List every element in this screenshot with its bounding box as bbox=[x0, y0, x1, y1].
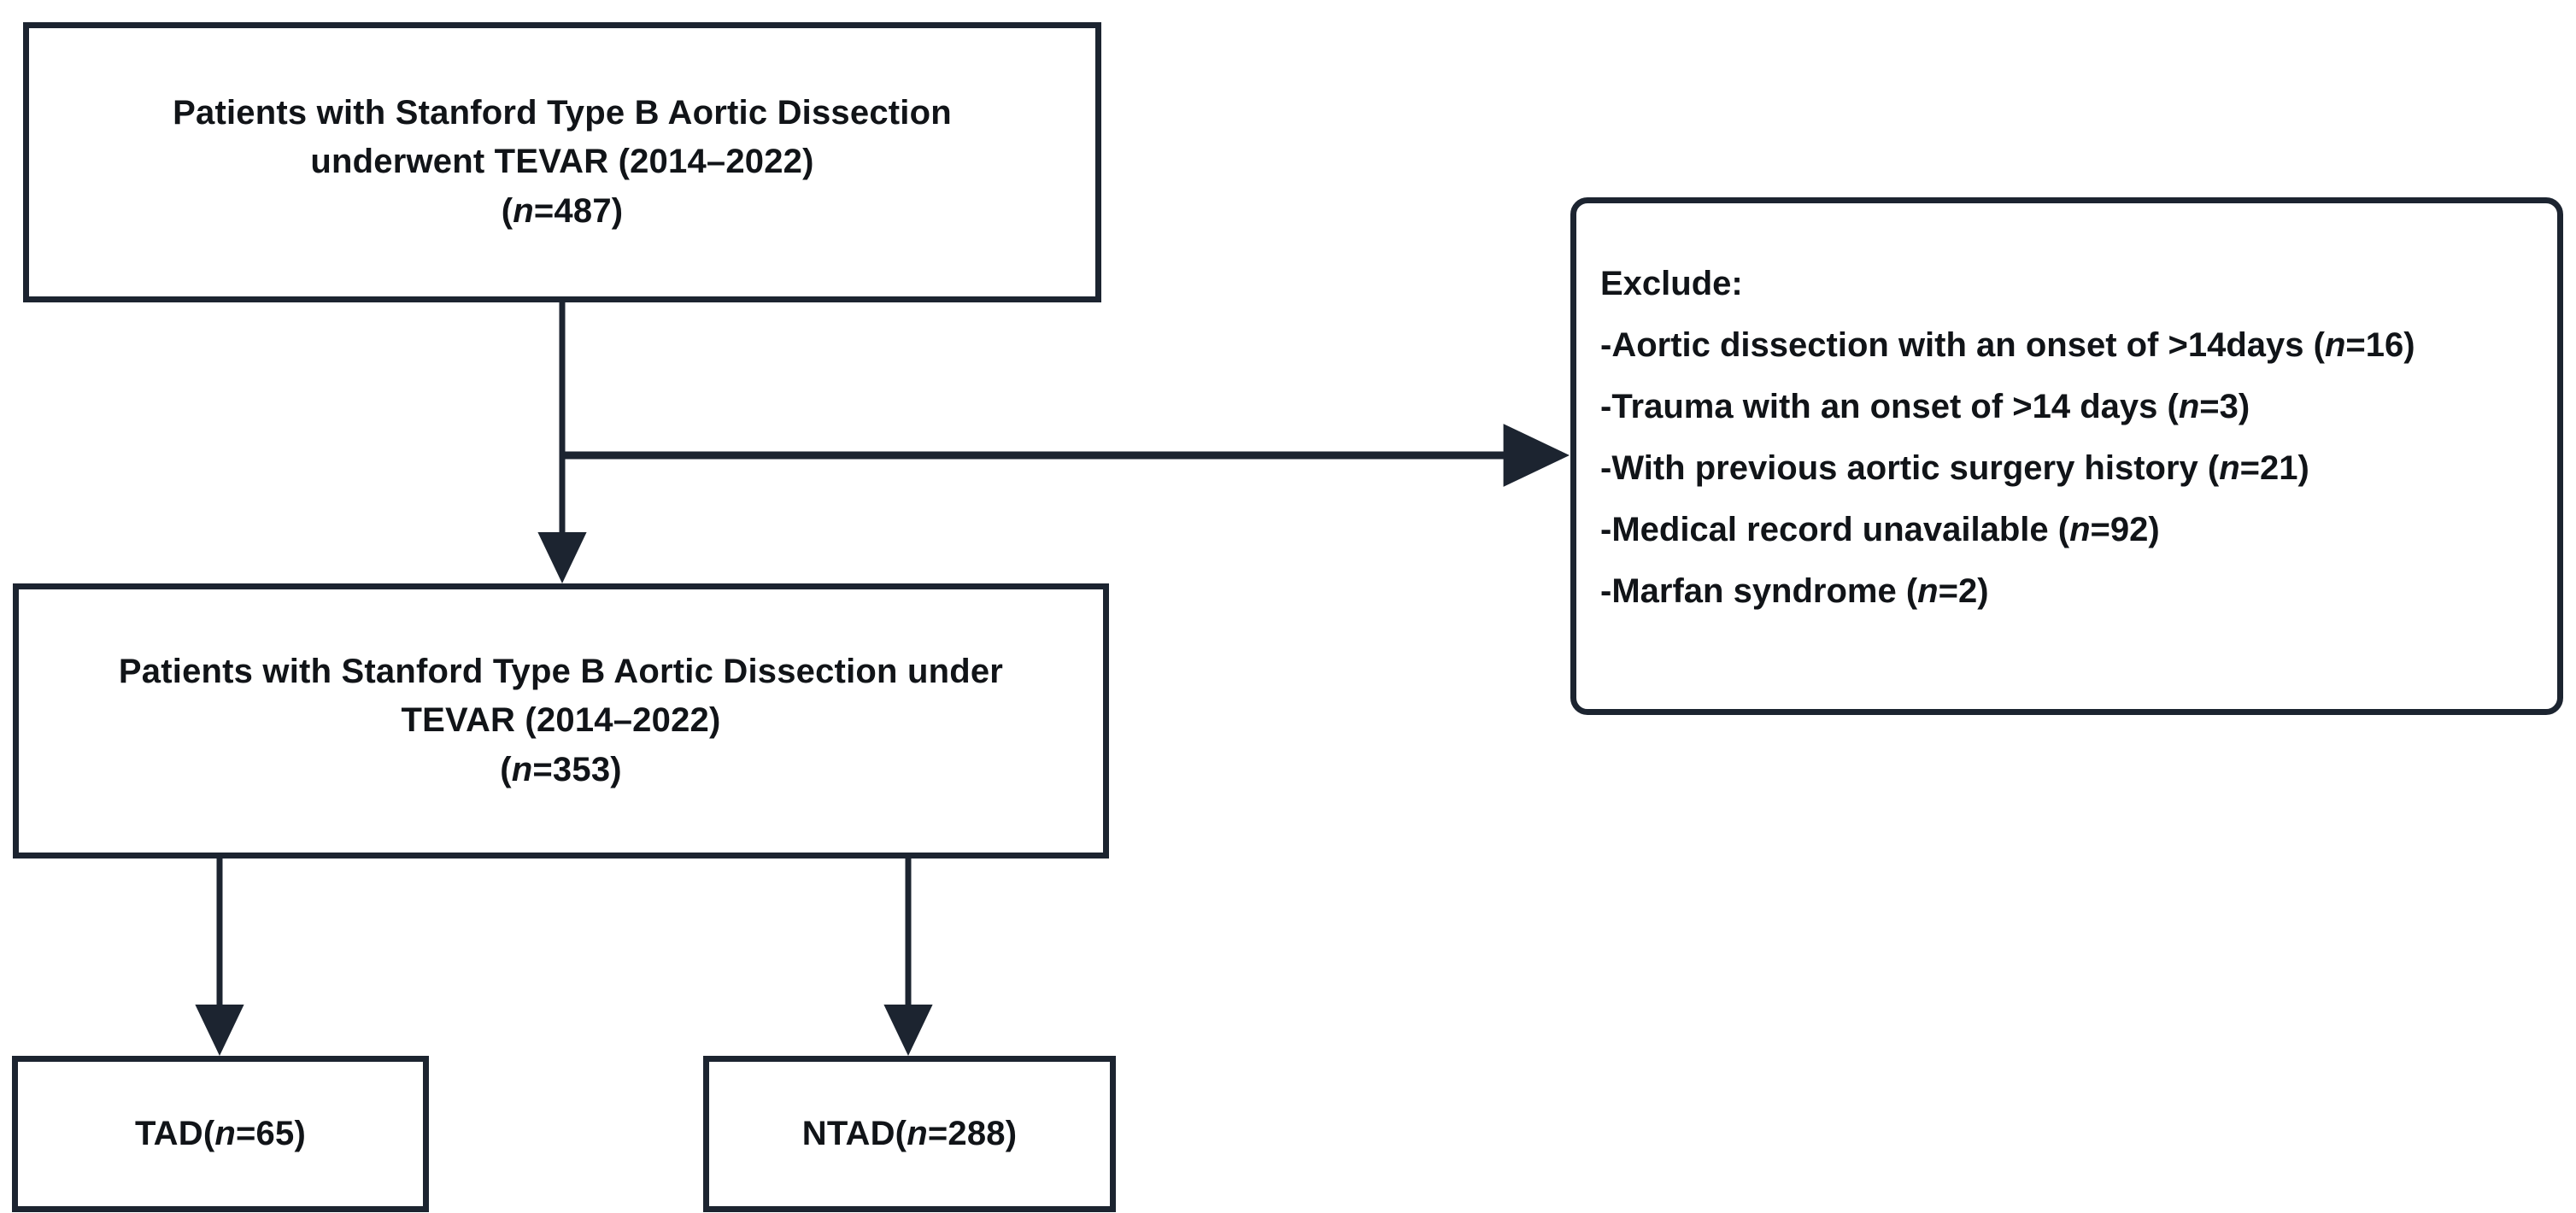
cohort-count-italic-n: n bbox=[511, 750, 533, 788]
exclusion-item-count: =3) bbox=[2199, 388, 2250, 425]
exclusion-item-count: =92) bbox=[2090, 511, 2160, 548]
primary-cohort-line-2: underwent TEVAR (2014–2022) bbox=[310, 143, 814, 181]
exclusion-item-italic-n: n bbox=[2178, 388, 2200, 425]
exclusion-item: -Aortic dissection with an onset of >14d… bbox=[1600, 328, 2415, 362]
primary-cohort-box: Patients with Stanford Type B Aortic Dis… bbox=[23, 22, 1101, 302]
exclusion-item: -With previous aortic surgery history (n… bbox=[1600, 451, 2309, 485]
tad-label-prefix: TAD( bbox=[135, 1114, 215, 1152]
exclusion-criteria-box: Exclude: -Aortic dissection with an onse… bbox=[1570, 197, 2563, 715]
exclusion-item-text: -Aortic dissection with an onset of >14d… bbox=[1600, 326, 2325, 364]
cohort-count-value: =353) bbox=[532, 750, 622, 788]
ntad-label-prefix: NTAD( bbox=[801, 1114, 907, 1152]
exclusion-item: -Medical record unavailable (n=92) bbox=[1600, 513, 2160, 547]
exclusion-item-text: -Marfan syndrome ( bbox=[1600, 572, 1918, 610]
exclusion-item-count: =21) bbox=[2239, 449, 2309, 487]
ntad-group-label: NTAD(n=288) bbox=[802, 1110, 1018, 1159]
included-cohort-box: Patients with Stanford Type B Aortic Dis… bbox=[13, 583, 1109, 858]
exclusion-item-italic-n: n bbox=[2219, 449, 2240, 487]
primary-cohort-line-1: Patients with Stanford Type B Aortic Dis… bbox=[173, 93, 952, 132]
ntad-label-suffix: =288) bbox=[927, 1114, 1018, 1152]
included-cohort-line-2: TEVAR (2014–2022) bbox=[401, 701, 721, 740]
included-cohort-line-1: Patients with Stanford Type B Aortic Dis… bbox=[118, 652, 1004, 690]
included-cohort-count: (n=353) bbox=[500, 746, 622, 795]
exclusion-item-italic-n: n bbox=[2069, 511, 2091, 548]
cohort-count-prefix: ( bbox=[500, 750, 512, 788]
ntad-label-italic-n: n bbox=[907, 1114, 928, 1152]
exclusion-item: -Marfan syndrome (n=2) bbox=[1600, 574, 1989, 608]
exclusion-item-count: =16) bbox=[2345, 326, 2415, 364]
ntad-group-box: NTAD(n=288) bbox=[703, 1056, 1116, 1212]
exclusion-item-text: -Medical record unavailable ( bbox=[1600, 511, 2070, 548]
tad-label-suffix: =65) bbox=[236, 1114, 306, 1152]
tad-group-label: TAD(n=65) bbox=[135, 1110, 306, 1159]
primary-count-prefix: ( bbox=[501, 191, 513, 230]
exclusion-item-italic-n: n bbox=[2324, 326, 2346, 364]
primary-count-italic-n: n bbox=[513, 191, 534, 230]
exclusion-item-italic-n: n bbox=[1917, 572, 1939, 610]
exclusion-item: -Trauma with an onset of >14 days (n=3) bbox=[1600, 390, 2250, 424]
exclusion-item-text: -With previous aortic surgery history ( bbox=[1600, 449, 2220, 487]
tad-group-box: TAD(n=65) bbox=[12, 1056, 429, 1212]
tad-label-italic-n: n bbox=[214, 1114, 236, 1152]
primary-count-value: =487) bbox=[533, 191, 624, 230]
exclusion-heading: Exclude: bbox=[1600, 265, 1743, 302]
primary-cohort-count: (n=487) bbox=[502, 187, 624, 237]
exclusion-item-text: -Trauma with an onset of >14 days ( bbox=[1600, 388, 2179, 425]
exclusion-item-count: =2) bbox=[1938, 572, 1989, 610]
